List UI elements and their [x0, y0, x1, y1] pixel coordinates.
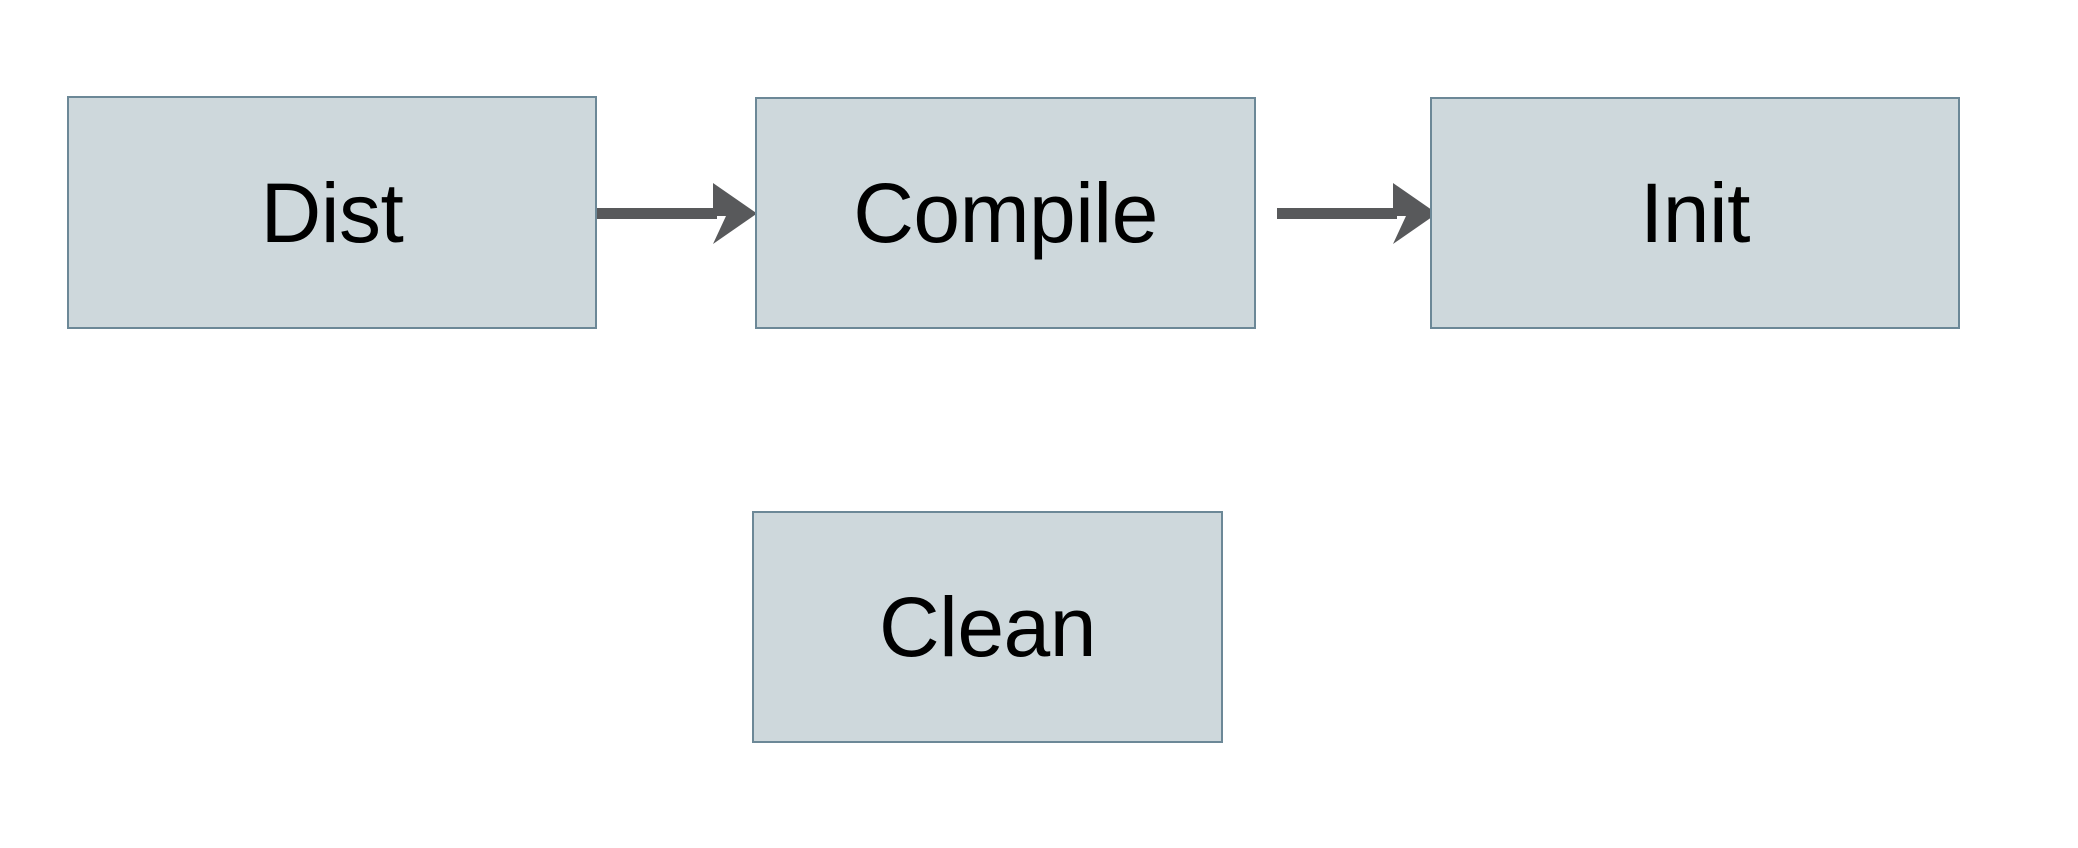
node-clean-label: Clean: [879, 580, 1096, 674]
edge-line: [1277, 208, 1397, 219]
edge-line: [597, 208, 717, 219]
node-dist-label: Dist: [260, 165, 404, 260]
node-clean[interactable]: Clean: [752, 511, 1223, 743]
node-init[interactable]: Init: [1430, 97, 1960, 329]
edge-dist-to-compile: [597, 183, 757, 244]
node-init-label: Init: [1639, 166, 1751, 260]
node-compile[interactable]: Compile: [755, 97, 1256, 329]
arrowhead-icon: [713, 183, 757, 244]
node-dist[interactable]: Dist: [67, 96, 597, 329]
node-compile-label: Compile: [853, 166, 1158, 260]
edge-compile-to-init: [1277, 183, 1437, 244]
